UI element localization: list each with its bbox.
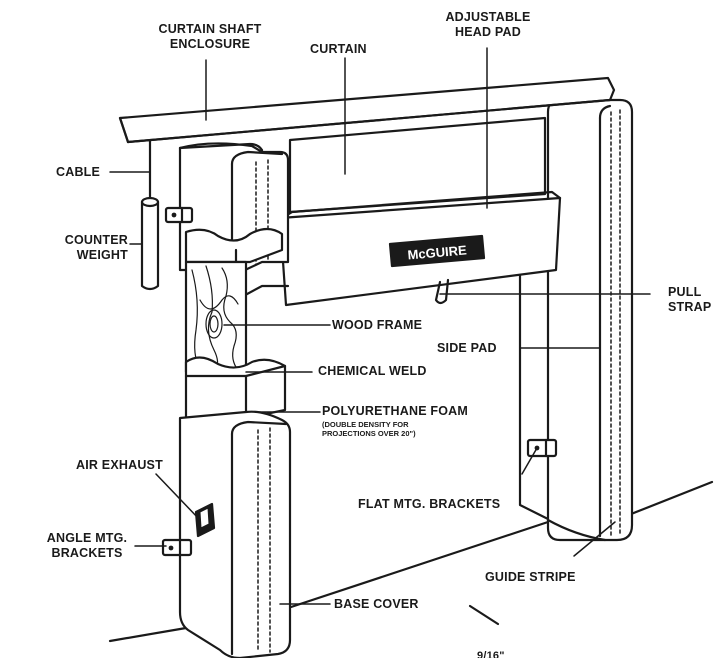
label-cable: CABLE bbox=[56, 165, 101, 179]
label-curtain-shaft-enclosure: CURTAIN SHAFT ENCLOSURE bbox=[158, 22, 262, 51]
label-guide-stripe: GUIDE STRIPE bbox=[485, 570, 576, 584]
curtain bbox=[288, 116, 547, 214]
pull-strap bbox=[434, 278, 450, 305]
label-polyurethane-foam: POLYURETHANE FOAM bbox=[322, 404, 469, 418]
label-wood-frame: WOOD FRAME bbox=[332, 318, 423, 332]
lower-left-bracket bbox=[161, 538, 193, 557]
right-side-pad bbox=[518, 98, 634, 542]
label-air-exhaust: AIR EXHAUST bbox=[76, 458, 163, 472]
label-base-cover: BASE COVER bbox=[334, 597, 419, 611]
label-curtain: CURTAIN bbox=[310, 42, 367, 56]
label-pull-strap: PULL STRAP bbox=[668, 285, 712, 314]
adjustable-head-pad: McGUIRE bbox=[278, 190, 562, 307]
left-side-pad bbox=[178, 142, 292, 658]
label-foam-note: (DOUBLE DENSITY FOR PROJECTIONS OVER 20"… bbox=[322, 420, 416, 438]
label-dimension: 9/16" bbox=[477, 651, 505, 658]
counter-weight bbox=[140, 197, 160, 291]
label-adjustable-head-pad: ADJUSTABLE HEAD PAD bbox=[445, 10, 531, 39]
mounting-brackets bbox=[161, 206, 558, 557]
label-counter-weight: COUNTER WEIGHT bbox=[64, 233, 128, 262]
label-flat-mtg-brackets: FLAT MTG. BRACKETS bbox=[358, 497, 501, 511]
cable-counter-weight bbox=[140, 138, 160, 291]
label-side-pad: SIDE PAD bbox=[437, 341, 497, 355]
curtain-shaft-enclosure bbox=[118, 76, 616, 144]
label-chemical-weld: CHEMICAL WELD bbox=[318, 364, 427, 378]
leader-lines bbox=[109, 47, 651, 605]
label-angle-mtg-brackets: ANGLE MTG. BRACKETS bbox=[46, 531, 128, 560]
flat-bracket bbox=[526, 438, 558, 458]
mcguire-logo: McGUIRE bbox=[407, 242, 468, 262]
upper-left-bracket bbox=[164, 206, 194, 224]
